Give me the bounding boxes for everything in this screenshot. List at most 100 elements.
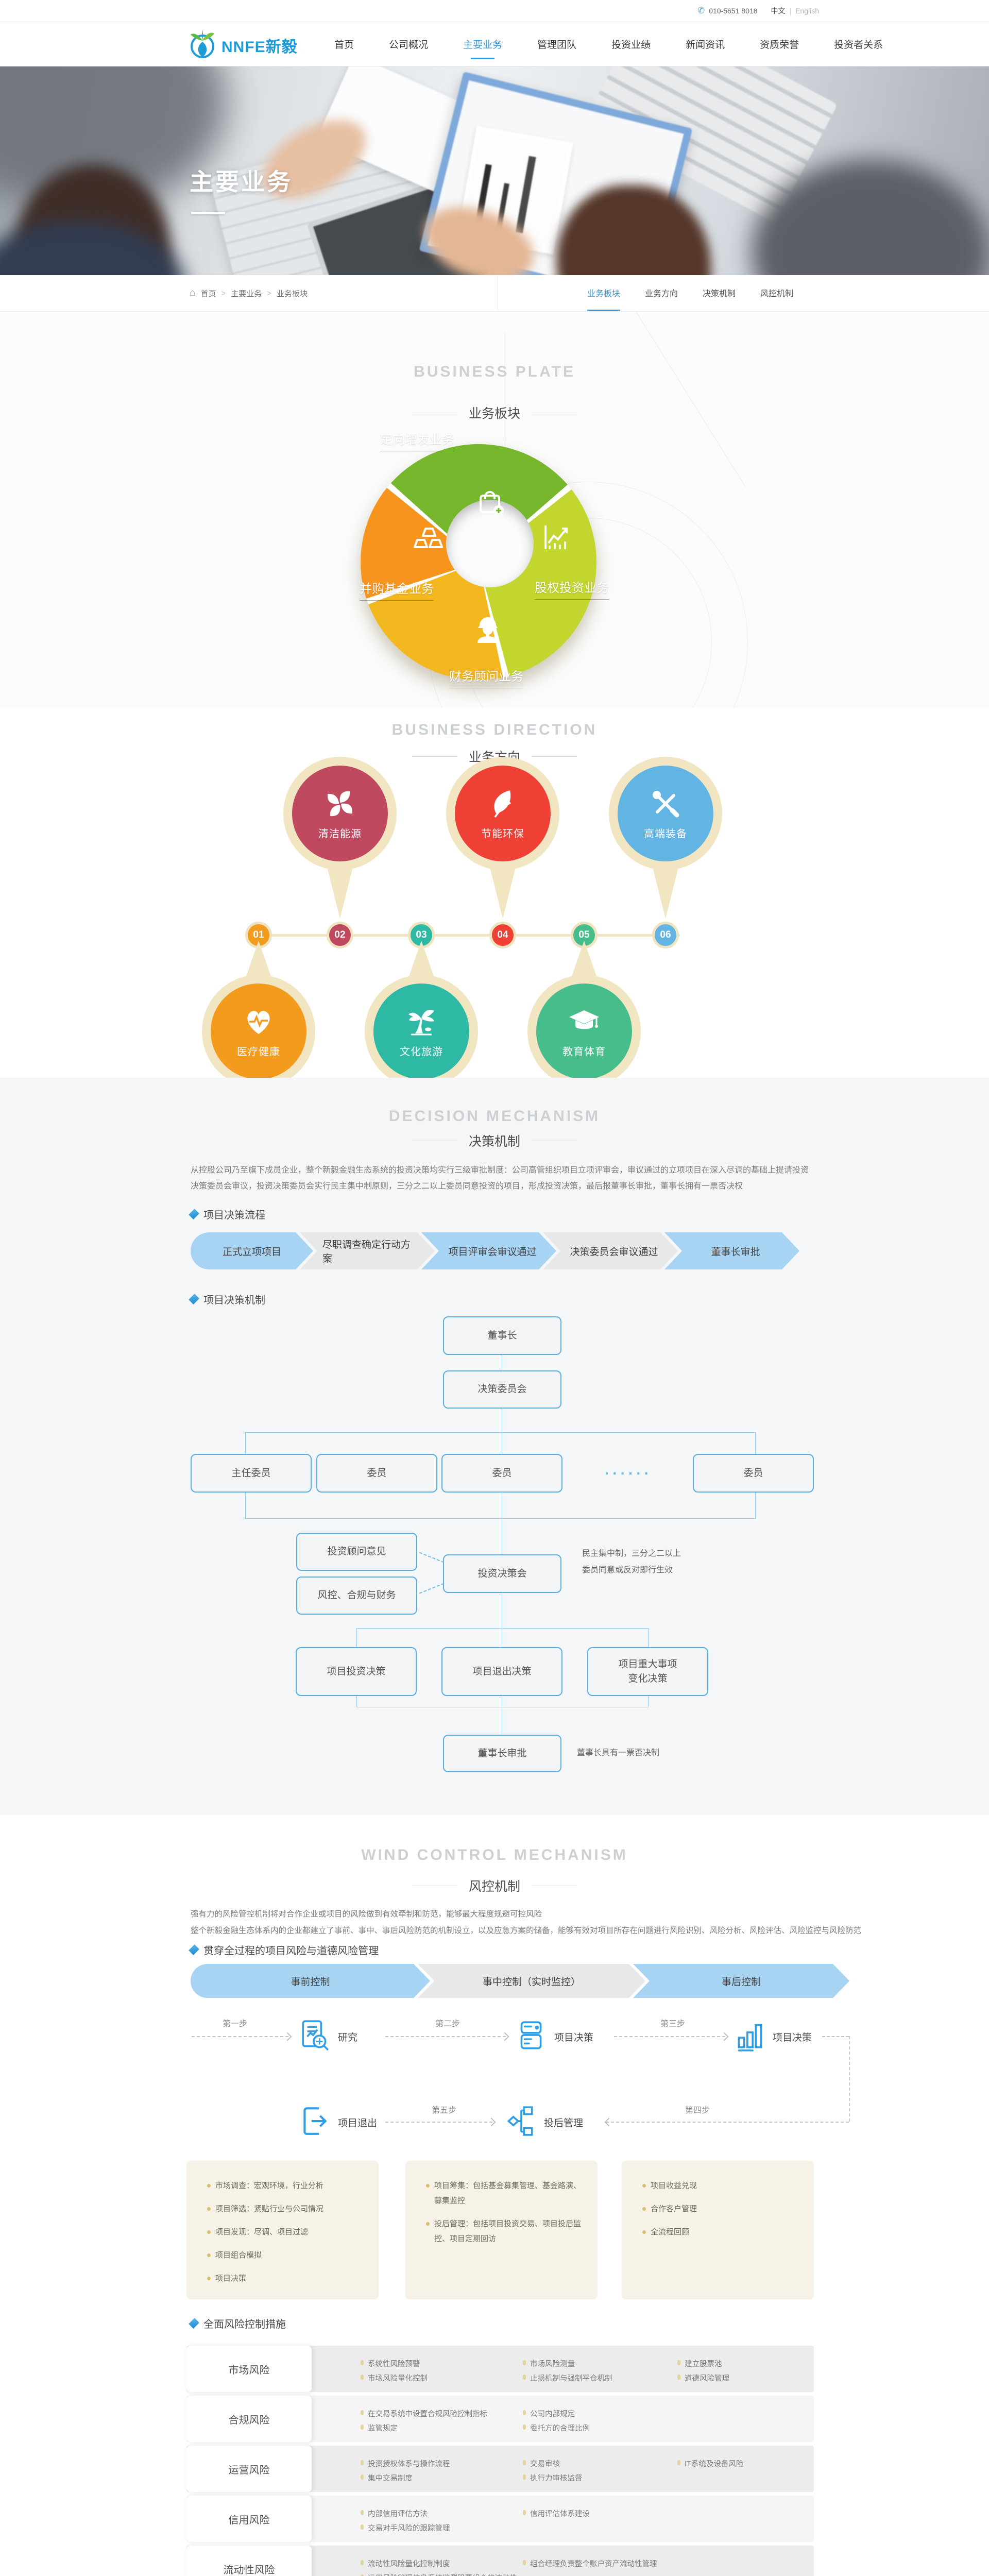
tab-决策机制[interactable]: 决策机制 bbox=[703, 289, 736, 298]
meeting-note-line1: 民主集中制，三分之二以上 bbox=[582, 1549, 681, 1558]
decision-step-5: 董事长审批 bbox=[664, 1232, 799, 1269]
nav-item-投资业绩[interactable]: 投资业绩 bbox=[611, 40, 651, 50]
donut-segment-label[interactable]: 定向增发业务 bbox=[380, 429, 454, 451]
flow-node-member: 主任委员 bbox=[191, 1454, 312, 1493]
tab-业务板块[interactable]: 业务板块 bbox=[587, 275, 621, 311]
gold-bars-icon bbox=[413, 522, 446, 555]
step-number: 第三步 bbox=[660, 2020, 686, 2028]
donut-hole bbox=[446, 500, 534, 587]
risk-row-label: 信用风险 bbox=[186, 2496, 312, 2542]
risk-row-label: 合规风险 bbox=[186, 2396, 312, 2442]
decision-step-3: 项目评审会审议通过 bbox=[421, 1232, 556, 1269]
page-title: 主要业务 bbox=[190, 168, 293, 195]
flow-node-member: 委员 bbox=[316, 1454, 437, 1493]
pin-circle: 医疗健康 bbox=[211, 984, 306, 1078]
logo[interactable]: NNFE新毅 bbox=[189, 29, 298, 61]
diamond-icon bbox=[189, 1209, 199, 1219]
nav-item-首页[interactable]: 首页 bbox=[334, 40, 354, 50]
flow-node-committee: 决策委员会 bbox=[443, 1370, 561, 1409]
pin-tail bbox=[651, 861, 680, 919]
flow-node-major-change-text: 项目重大事项变化决策 bbox=[618, 1658, 677, 1684]
dashed-connector bbox=[419, 1552, 445, 1563]
breadcrumb-item[interactable]: 首页 bbox=[200, 289, 216, 298]
section-heading-cn-text: 业务板块 bbox=[468, 406, 520, 421]
process-card-1: 市场调查：宏观环境，行业分析项目筛选：紧贴行业与公司情况项目发现：尽调、项目过滤… bbox=[186, 2161, 379, 2299]
direction-pin-教育体育[interactable]: 教育体育 bbox=[527, 941, 641, 1078]
direction-pin-文化旅游[interactable]: 文化旅游 bbox=[365, 941, 478, 1078]
nav-item-投资者关系[interactable]: 投资者关系 bbox=[834, 40, 883, 50]
flow-node-member: 委员 bbox=[441, 1454, 562, 1493]
tab-业务方向[interactable]: 业务方向 bbox=[645, 289, 678, 298]
nav-menu: 首页 公司概况 主要业务 管理团队 投资业绩 新闻资讯 资质荣誉 投资者关系 bbox=[317, 22, 900, 66]
step-number: 第二步 bbox=[435, 2020, 461, 2028]
advisor-person-icon bbox=[471, 614, 504, 647]
direction-pin-医疗健康[interactable]: 医疗健康 bbox=[202, 941, 315, 1078]
nav-item-主要业务[interactable]: 主要业务 bbox=[446, 22, 520, 66]
risk-item: 交易对手风险的跟踪管理 bbox=[361, 2522, 450, 2533]
direction-pin-节能环保[interactable]: 节能环保 bbox=[446, 757, 559, 927]
risk-item: 委托方的合理比例 bbox=[523, 2422, 590, 2433]
control-phase-2: 事中控制（实时监控） bbox=[418, 1964, 645, 1998]
nav-item-管理团队[interactable]: 管理团队 bbox=[537, 40, 577, 50]
section-tabs: 业务板块 业务方向 决策机制 风控机制 bbox=[587, 275, 793, 311]
direction-pin-高端装备[interactable]: 高端装备 bbox=[609, 757, 722, 927]
process-title-text: 贯穿全过程的项目风险与道德风险管理 bbox=[203, 1945, 379, 1957]
hero-banner: 主要业务 bbox=[0, 66, 989, 275]
meeting-note-line2: 委员同意或反对即行生效 bbox=[582, 1566, 673, 1574]
palm-tree-icon bbox=[405, 1005, 438, 1038]
timeline-node-02: 02 bbox=[327, 922, 353, 948]
section-heading-cn: 风控机制 bbox=[0, 1876, 989, 1895]
connector bbox=[245, 1432, 756, 1433]
risk-item: 止损机制与强制平仓机制 bbox=[523, 2372, 612, 2383]
lang-cn[interactable]: 中文 bbox=[771, 7, 786, 15]
connector bbox=[245, 1432, 246, 1454]
tools-icon bbox=[649, 787, 682, 820]
risk-item: 交易审核 bbox=[523, 2458, 560, 2469]
card-item: 项目筹集：包括基金募集管理、基金路演、募集监控 bbox=[426, 2178, 584, 2208]
growth-chart-icon bbox=[541, 521, 574, 554]
mechanism-title-text: 项目决策机制 bbox=[203, 1295, 265, 1306]
section-heading-cn-text: 决策机制 bbox=[468, 1134, 520, 1149]
process-card-2: 项目筹集：包括基金募集管理、基金路演、募集监控投后管理：包括项目投资交易、项目投… bbox=[405, 2161, 598, 2299]
step-label: 研究 bbox=[338, 2032, 358, 2043]
flow-node-member: 委员 bbox=[693, 1454, 814, 1493]
decision-steps-bar: 正式立项项目尽职调查确定行动方案项目评审会审议通过决策委员会审议通过董事长审批 bbox=[191, 1232, 799, 1269]
risk-item: 公司内部规定 bbox=[523, 2408, 575, 2419]
breadcrumb-item[interactable]: 业务板块 bbox=[277, 289, 308, 298]
risk-item: 投资授权体系与操作流程 bbox=[361, 2458, 450, 2469]
main-navigation: NNFE新毅 首页 公司概况 主要业务 管理团队 投资业绩 新闻资讯 资质荣誉 投资者关系 bbox=[0, 22, 989, 66]
risk-row-信用风险: 信用风险内部信用评估方法信用评估体系建设交易对手风险的跟踪管理 bbox=[186, 2496, 814, 2542]
arrow-right-icon bbox=[283, 2032, 292, 2041]
pin-circle: 文化旅游 bbox=[373, 984, 469, 1078]
tab-风控机制[interactable]: 风控机制 bbox=[760, 289, 794, 298]
process-card-3: 项目收益兑现合作客户管理全流程回顾 bbox=[622, 2161, 814, 2299]
direction-pin-清洁能源[interactable]: 清洁能源 bbox=[283, 757, 397, 927]
diamond-icon bbox=[189, 1944, 199, 1955]
timeline-node-04: 04 bbox=[489, 922, 516, 948]
nav-item-新闻资讯[interactable]: 新闻资讯 bbox=[686, 40, 725, 50]
page-title-underline bbox=[191, 212, 225, 214]
card-item: 合作客户管理 bbox=[642, 2201, 800, 2216]
dashed-connector bbox=[385, 2122, 492, 2123]
donut-segment-label[interactable]: 并购基金业务 bbox=[360, 579, 434, 601]
arrow-right-icon bbox=[487, 2117, 496, 2127]
pin-label: 高端装备 bbox=[644, 828, 687, 840]
flow-node-meeting: 投资决策会 bbox=[443, 1554, 561, 1593]
donut-segment-label[interactable]: 财务顾问业务 bbox=[449, 666, 523, 688]
nav-item-资质荣誉[interactable]: 资质荣誉 bbox=[760, 40, 799, 50]
pin-circle: 教育体育 bbox=[536, 984, 632, 1078]
flow-title-text: 项目决策流程 bbox=[203, 1210, 265, 1221]
mechanism-title: 项目决策机制 bbox=[189, 1292, 265, 1307]
lang-en[interactable]: English bbox=[795, 7, 819, 15]
connector bbox=[755, 1493, 756, 1518]
risk-item: 市场风险测量 bbox=[523, 2358, 575, 2369]
donut-segment-label[interactable]: 股权投资业务 bbox=[535, 578, 609, 600]
breadcrumb-item[interactable]: 主要业务 bbox=[231, 289, 262, 298]
home-icon[interactable]: ⌂ bbox=[190, 287, 196, 298]
card-list: 市场调查：宏观环境，行业分析项目筛选：紧贴行业与公司情况项目发现：尽调、项目过滤… bbox=[207, 2178, 365, 2286]
nav-item-公司概况[interactable]: 公司概况 bbox=[389, 40, 429, 50]
risk-item: 道德风险管理 bbox=[677, 2372, 729, 2383]
connector bbox=[245, 1518, 756, 1519]
step-label: 项目决策 bbox=[554, 2032, 594, 2043]
decision-step-4: 决策委员会审议通过 bbox=[543, 1232, 678, 1269]
